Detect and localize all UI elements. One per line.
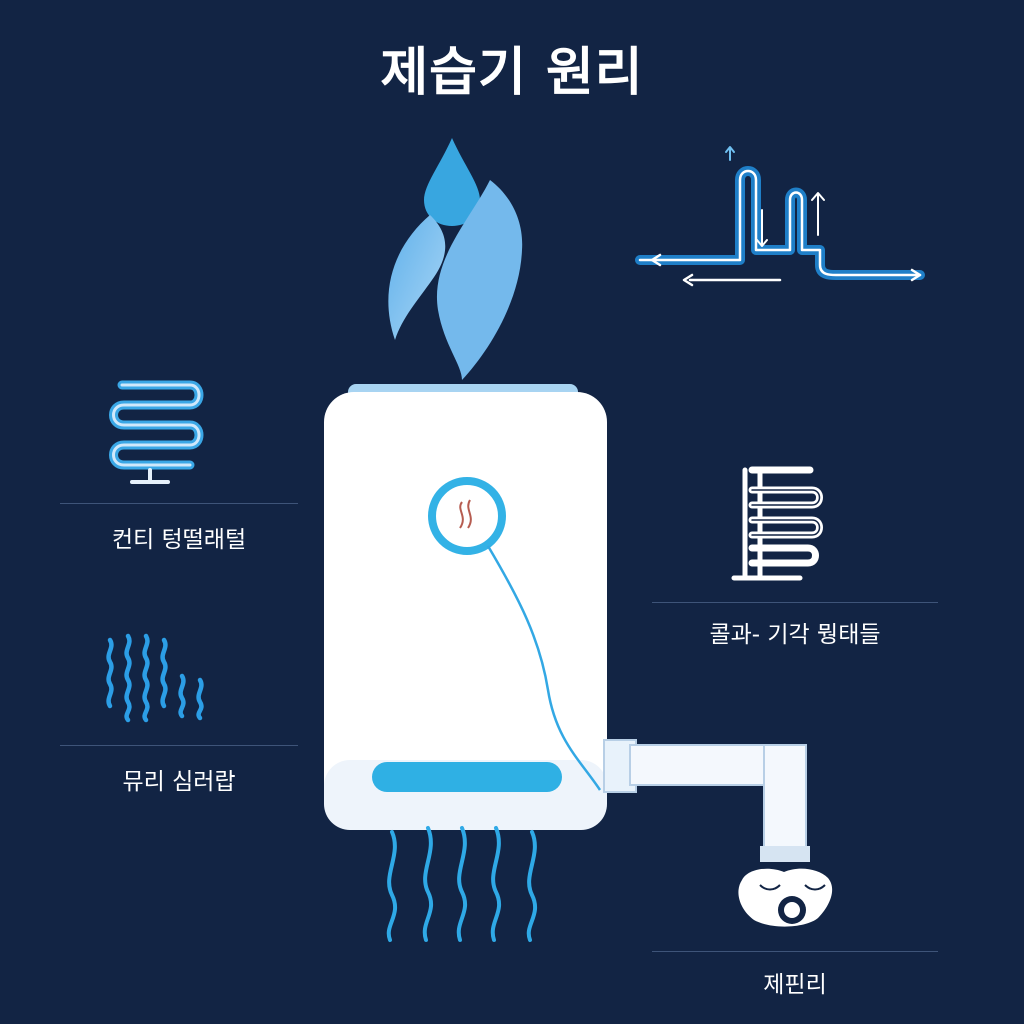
humid-air-icon [106,633,204,723]
water-level-bar [372,762,562,792]
divider-right-bottom [652,951,938,952]
dehumidifier-unit [324,384,607,830]
label-left-bottom: 뮤리 심러랍 [122,769,236,795]
water-tank-icon [738,868,833,927]
label-right-middle: 콜과- 기각 뭥태들 [709,622,881,648]
divider-left-top [60,503,298,504]
drain-pipe-icon [603,739,810,862]
label-right-bottom: 제핀리 [763,972,827,998]
divider-right-middle [652,602,938,603]
refrigerant-cycle-icon [635,146,925,287]
diagram-title: 제습기 원리 [380,43,644,103]
humidity-dial-icon [428,477,602,791]
coil-icon [109,380,204,484]
label-left-top: 컨티 텅떨래털 [111,527,247,553]
condenser-coil-icon [731,466,823,581]
divider-left-bottom [60,745,298,746]
airflow-out-icon [386,826,538,942]
water-vapor-icon [388,138,523,380]
